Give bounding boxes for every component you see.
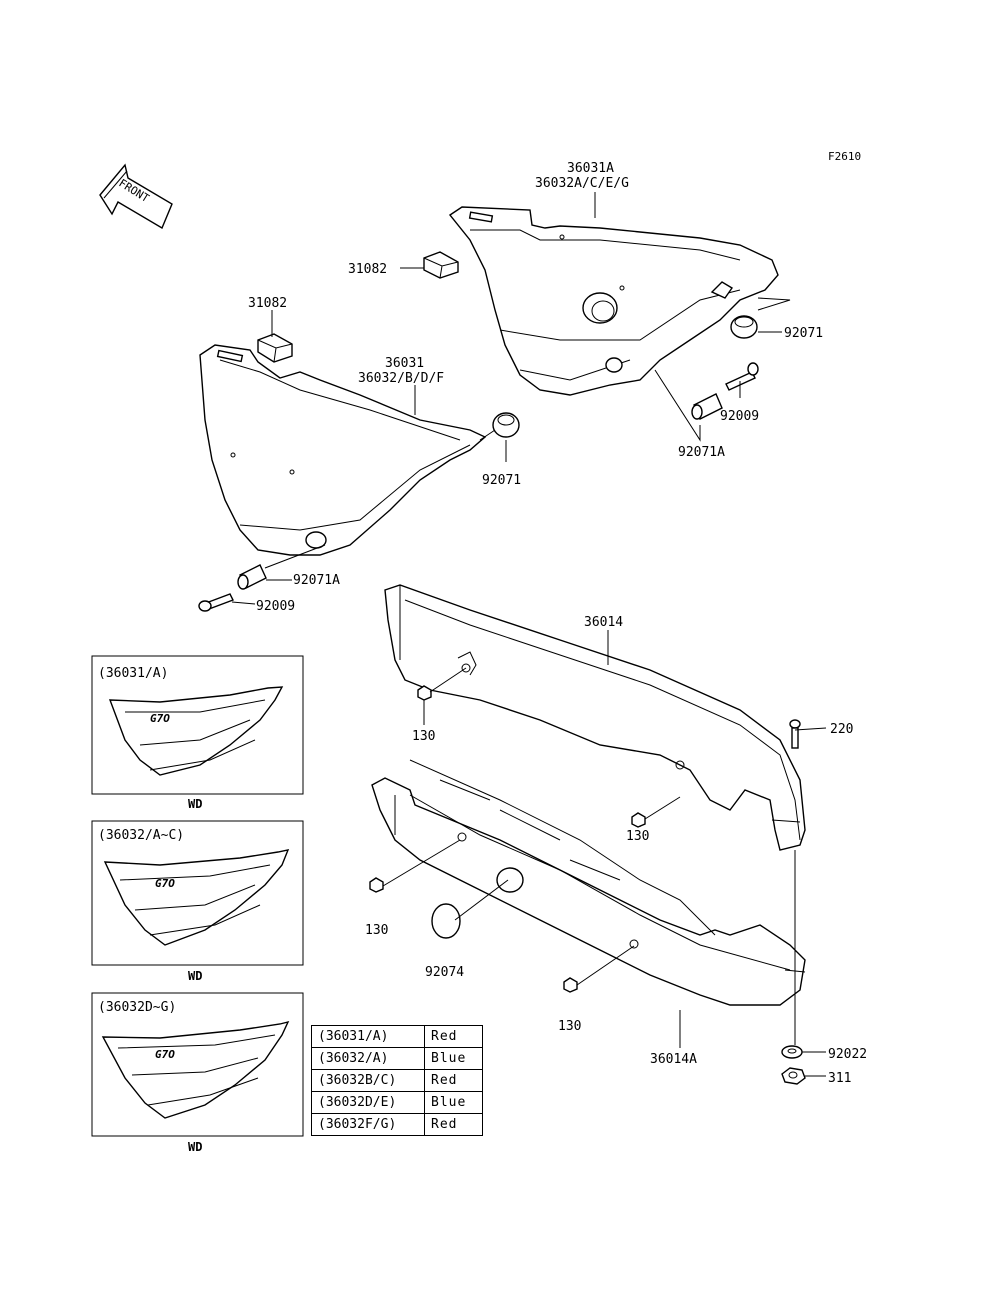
table-row: (36032F/G) Red bbox=[311, 1113, 483, 1136]
bolt-92009-right-icon bbox=[725, 362, 759, 391]
table-cell-color: Blue bbox=[424, 1091, 483, 1114]
inset-caption-36032A-C: WD bbox=[188, 969, 202, 983]
label-92009-right: 92009 bbox=[720, 409, 759, 424]
inset-title-36032A-C: (36032/A~C) bbox=[98, 828, 184, 843]
table-row: (36032/A) Blue bbox=[311, 1047, 483, 1070]
bolt-220-icon bbox=[789, 719, 801, 749]
table-cell-code: (36031/A) bbox=[311, 1025, 425, 1048]
chain-cover-36014 bbox=[384, 584, 806, 851]
label-220: 220 bbox=[830, 722, 853, 737]
grommet-92071-right-icon bbox=[730, 315, 758, 339]
label-130-d: 130 bbox=[558, 1019, 581, 1034]
bolt-92009-left-icon bbox=[198, 593, 234, 612]
table-cell-color: Red bbox=[424, 1113, 483, 1136]
label-31082-upper: 31082 bbox=[348, 262, 387, 277]
label-31082-lower: 31082 bbox=[248, 296, 287, 311]
collar-92071A-right-icon bbox=[691, 393, 723, 420]
label-36031A: 36031A bbox=[567, 161, 614, 176]
inset-36032D-G: G7O bbox=[91, 992, 304, 1137]
inset-36031A: G7O bbox=[91, 655, 304, 795]
label-36014A: 36014A bbox=[650, 1052, 697, 1067]
inset-caption-36031A: WD bbox=[188, 797, 202, 811]
svg-text:G7O: G7O bbox=[155, 1048, 175, 1061]
label-36032ACEG: 36032A/C/E/G bbox=[535, 176, 629, 191]
label-36014: 36014 bbox=[584, 615, 623, 630]
label-92071A-right: 92071A bbox=[678, 445, 725, 460]
bolt-130-d-icon bbox=[563, 977, 578, 993]
part-31082-upper-icon bbox=[423, 251, 459, 279]
collar-92071A-left-icon bbox=[237, 564, 267, 590]
table-row: (36032D/E) Blue bbox=[311, 1091, 483, 1114]
label-130-b: 130 bbox=[626, 829, 649, 844]
right-side-cover bbox=[448, 206, 779, 396]
label-92071-mid: 92071 bbox=[482, 473, 521, 488]
table-row: (36031/A) Red bbox=[311, 1025, 483, 1048]
label-130-a: 130 bbox=[412, 729, 435, 744]
table-cell-color: Red bbox=[424, 1025, 483, 1048]
leader-lines bbox=[231, 192, 827, 1077]
label-311: 311 bbox=[828, 1071, 851, 1086]
inset-title-36031A: (36031/A) bbox=[98, 666, 168, 681]
label-92071A-left: 92071A bbox=[293, 573, 340, 588]
label-92022: 92022 bbox=[828, 1047, 867, 1062]
bolt-130-c-icon bbox=[369, 877, 384, 893]
front-arrow-icon bbox=[99, 163, 173, 230]
nut-311-icon bbox=[781, 1067, 806, 1085]
table-cell-code: (36032/A) bbox=[311, 1047, 425, 1070]
label-92009-left: 92009 bbox=[256, 599, 295, 614]
grommet-92071-mid-icon bbox=[492, 412, 520, 438]
left-side-cover bbox=[199, 344, 487, 556]
table-cell-color: Blue bbox=[424, 1047, 483, 1070]
figure-code: F2610 bbox=[828, 150, 861, 163]
bolt-130-b-icon bbox=[631, 812, 646, 828]
label-92074: 92074 bbox=[425, 965, 464, 980]
table-row: (36032B/C) Red bbox=[311, 1069, 483, 1092]
label-36031: 36031 bbox=[385, 356, 424, 371]
svg-text:G7O: G7O bbox=[150, 712, 170, 725]
inset-caption-36032D-G: WD bbox=[188, 1140, 202, 1154]
table-cell-code: (36032D/E) bbox=[311, 1091, 425, 1114]
cap-92074-icon bbox=[431, 903, 461, 939]
inset-title-36032D-G: (36032D~G) bbox=[98, 1000, 176, 1015]
color-table: (36031/A) Red (36032/A) Blue (36032B/C) … bbox=[311, 1025, 483, 1136]
svg-text:G7O: G7O bbox=[155, 877, 175, 890]
table-cell-color: Red bbox=[424, 1069, 483, 1092]
table-cell-code: (36032B/C) bbox=[311, 1069, 425, 1092]
label-130-c: 130 bbox=[365, 923, 388, 938]
chain-cover-36014A bbox=[371, 759, 806, 1006]
label-92071-right: 92071 bbox=[784, 326, 823, 341]
table-cell-code: (36032F/G) bbox=[311, 1113, 425, 1136]
washer-92022-icon bbox=[781, 1045, 803, 1059]
part-31082-lower-icon bbox=[257, 333, 293, 363]
bolt-130-a-icon bbox=[417, 685, 432, 701]
label-36032BDF: 36032/B/D/F bbox=[358, 371, 444, 386]
inset-36032A-C: G7O bbox=[91, 820, 304, 966]
